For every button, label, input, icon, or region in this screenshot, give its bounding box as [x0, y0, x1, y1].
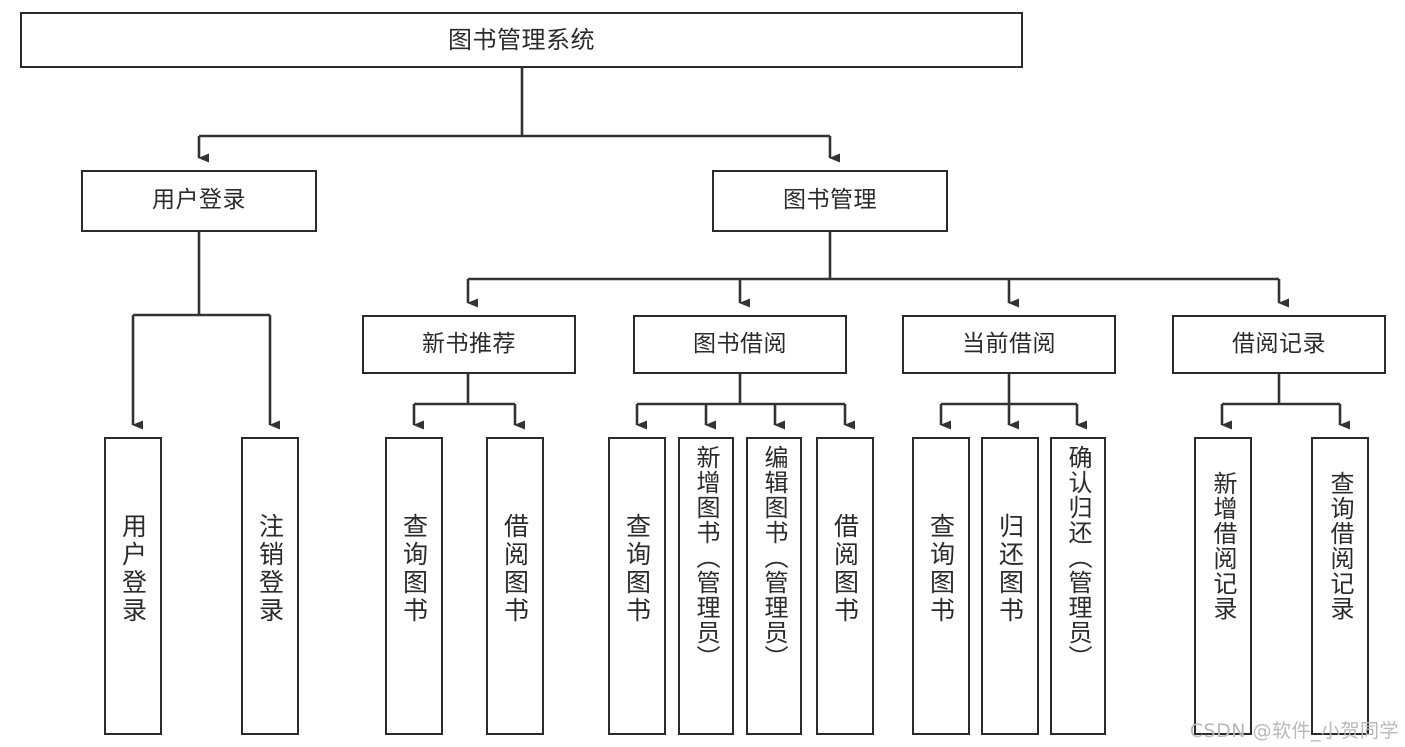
node-leaf-borrow-book-2[interactable]: 借阅图书 [816, 437, 874, 735]
node-leaf-add-book[interactable]: 新增图书（管理员） [678, 437, 734, 735]
node-book-borrow[interactable]: 图书借阅 [633, 315, 847, 374]
node-leaf-return-book-label: 归还图书 [995, 513, 1025, 625]
node-leaf-query-book-1-label: 查询图书 [399, 513, 429, 625]
node-leaf-add-record[interactable]: 新增借阅记录 [1194, 437, 1252, 735]
node-leaf-query-record[interactable]: 查询借阅记录 [1311, 437, 1369, 735]
node-leaf-confirm-return-label: 确认归还（管理员） [1064, 445, 1092, 670]
node-borrow-record[interactable]: 借阅记录 [1172, 315, 1386, 374]
node-leaf-query-book-1[interactable]: 查询图书 [385, 437, 443, 735]
node-new-book-recommend[interactable]: 新书推荐 [362, 315, 576, 374]
node-root[interactable]: 图书管理系统 [20, 12, 1023, 68]
node-user-login[interactable]: 用户登录 [81, 170, 317, 232]
node-leaf-query-book-2-label: 查询图书 [622, 513, 652, 625]
node-leaf-user-login[interactable]: 用户登录 [104, 437, 162, 735]
node-leaf-user-login-label: 用户登录 [118, 513, 148, 625]
node-leaf-user-logout[interactable]: 注销登录 [241, 437, 299, 735]
node-user-login-label: 用户登录 [152, 187, 246, 214]
node-leaf-edit-book-label: 编辑图书（管理员） [760, 445, 788, 670]
node-leaf-user-logout-label: 注销登录 [255, 513, 285, 625]
node-leaf-add-record-label: 新增借阅记录 [1209, 471, 1237, 621]
node-leaf-query-book-2[interactable]: 查询图书 [608, 437, 666, 735]
node-leaf-borrow-book-1[interactable]: 借阅图书 [486, 437, 544, 735]
node-leaf-add-book-label: 新增图书（管理员） [692, 445, 720, 670]
node-new-book-recommend-label: 新书推荐 [422, 330, 516, 357]
node-leaf-query-book-3-label: 查询图书 [926, 513, 956, 625]
node-leaf-query-record-label: 查询借阅记录 [1326, 471, 1354, 621]
watermark: CSDN @软件_小贺同学 [1189, 720, 1399, 742]
node-book-borrow-label: 图书借阅 [693, 330, 787, 357]
node-book-management[interactable]: 图书管理 [712, 170, 948, 232]
node-leaf-borrow-book-1-label: 借阅图书 [500, 513, 530, 625]
node-book-management-label: 图书管理 [783, 187, 877, 214]
node-leaf-return-book[interactable]: 归还图书 [981, 437, 1039, 735]
node-current-borrow[interactable]: 当前借阅 [902, 315, 1116, 374]
node-current-borrow-label: 当前借阅 [962, 330, 1056, 357]
node-leaf-confirm-return[interactable]: 确认归还（管理员） [1050, 437, 1106, 735]
node-root-label: 图书管理系统 [448, 25, 595, 54]
node-leaf-edit-book[interactable]: 编辑图书（管理员） [746, 437, 802, 735]
node-leaf-borrow-book-2-label: 借阅图书 [830, 513, 860, 625]
node-borrow-record-label: 借阅记录 [1232, 330, 1326, 357]
node-leaf-query-book-3[interactable]: 查询图书 [912, 437, 970, 735]
